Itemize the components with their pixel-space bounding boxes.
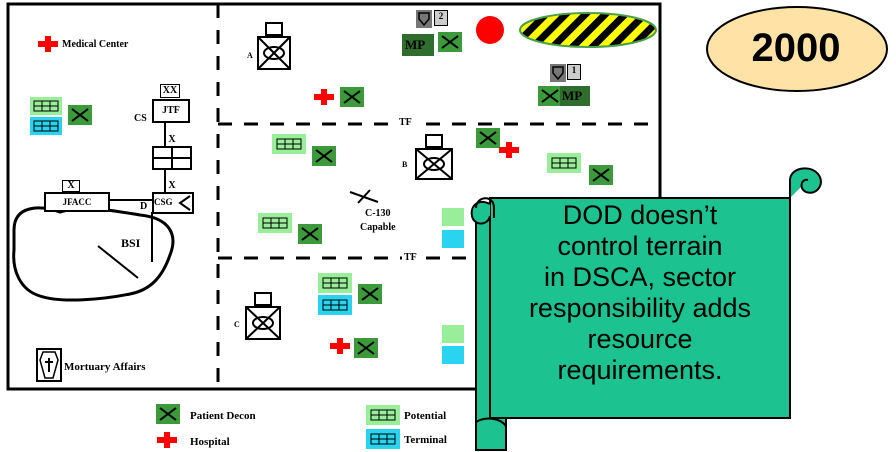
- jfacc-unit-box: [44, 192, 110, 212]
- csg-unit-label: CSG: [154, 197, 173, 207]
- legend-terminal-label: Terminal: [404, 434, 447, 446]
- cs-label: CS: [134, 113, 147, 124]
- year-badge-text: 2000: [751, 26, 841, 70]
- year-badge: [706, 6, 888, 92]
- mp-unit-shield-icon: [416, 10, 432, 28]
- mp-count-box: [567, 64, 581, 80]
- brigade-unit-icon: [152, 146, 192, 170]
- c130-label: C-130: [365, 208, 391, 219]
- terminal-bed-glyph: [33, 120, 59, 132]
- jfacc-unit-label: JFACC: [62, 197, 92, 207]
- callout-line: responsibility adds: [528, 293, 752, 323]
- decon-cross-icon: [361, 287, 379, 301]
- legend-hospital-icon: [157, 432, 177, 448]
- mortuary-affairs-icon: [36, 348, 62, 382]
- decon-cross-icon: [541, 89, 559, 103]
- mortuary-affairs-label: Mortuary Affairs: [64, 361, 146, 373]
- callout-line: control terrain: [557, 231, 723, 261]
- terminal-bed-icon: [442, 346, 464, 364]
- legend-patient-decon-label: Patient Decon: [190, 410, 256, 422]
- legend-hospital-label: Hospital: [190, 436, 230, 448]
- decon-cross-icon: [159, 407, 177, 421]
- mp-count-box: [434, 10, 448, 26]
- c130-capable-label: Capable: [360, 222, 396, 233]
- hospital-icon: [330, 338, 350, 354]
- sector-b-unit-icon: [415, 134, 453, 180]
- medical-center-icon: [38, 36, 58, 52]
- decon-cross-icon: [441, 35, 459, 49]
- mp-unit-shield-icon: [550, 64, 566, 82]
- sector-b-label: B: [402, 160, 408, 169]
- jfacc-echelon-label: X: [67, 180, 75, 191]
- mp-badge: [402, 34, 434, 56]
- legend-potential-label: Potential: [404, 410, 447, 422]
- hospital-icon: [499, 142, 519, 158]
- bed-glyph: [322, 299, 348, 311]
- jfacc-echelon-box: [62, 180, 80, 192]
- decon-cross-icon: [71, 108, 89, 122]
- bed-glyph: [322, 277, 348, 289]
- sector-a-label: A: [247, 51, 253, 60]
- decon-cross-icon: [592, 168, 610, 182]
- decon-cross-icon: [479, 131, 497, 145]
- csg-unit-icon: [152, 192, 194, 214]
- callout-text: DOD doesn’t control terrain in DSCA, sec…: [490, 200, 790, 386]
- hazard-plume-icon: [476, 12, 657, 48]
- terminal-bed-icon: [442, 230, 464, 248]
- decon-cross-icon: [343, 90, 361, 104]
- tf-label: TF: [402, 252, 419, 263]
- potential-bed-icon: [442, 325, 464, 343]
- jtf-unit-label: JTF: [162, 105, 180, 116]
- sector-a-unit-icon: [257, 22, 291, 70]
- csg-echelon-label: X: [168, 180, 176, 191]
- tf-label: TF: [397, 117, 414, 128]
- mp-count-label: 2: [438, 11, 444, 21]
- decon-cross-icon: [315, 149, 333, 163]
- hospital-icon: [314, 89, 334, 105]
- bed-glyph: [276, 138, 302, 150]
- d-label: D: [140, 201, 148, 212]
- bsi-label: BSI: [121, 236, 141, 250]
- mp-label: MP: [562, 88, 583, 103]
- bed-glyph: [370, 433, 396, 445]
- brigade-echelon-label: X: [168, 134, 176, 145]
- callout-line: in DSCA, sector: [543, 262, 737, 292]
- medical-center-label: Medical Center: [62, 39, 129, 50]
- bed-glyph: [551, 157, 577, 169]
- scroll-callout: [470, 167, 822, 451]
- sector-c-unit-icon: [245, 292, 281, 340]
- decon-cross-icon: [301, 227, 319, 241]
- mp-badge: [560, 86, 590, 106]
- callout-line: requirements.: [557, 355, 723, 385]
- potential-bed-glyph: [33, 100, 59, 112]
- sector-c-label: C: [234, 320, 240, 329]
- bed-glyph: [370, 409, 396, 421]
- callout-line: DOD doesn’t: [562, 200, 718, 230]
- mp-label: MP: [405, 37, 426, 52]
- jtf-echelon-box: [160, 84, 180, 98]
- callout-line: resource: [587, 324, 693, 354]
- bed-glyph: [262, 217, 288, 229]
- mp-count-label: 1: [571, 65, 577, 75]
- jtf-unit-box: [152, 99, 190, 123]
- potential-bed-icon: [442, 208, 464, 226]
- jtf-echelon-label: XX: [162, 85, 178, 96]
- decon-cross-icon: [357, 341, 375, 355]
